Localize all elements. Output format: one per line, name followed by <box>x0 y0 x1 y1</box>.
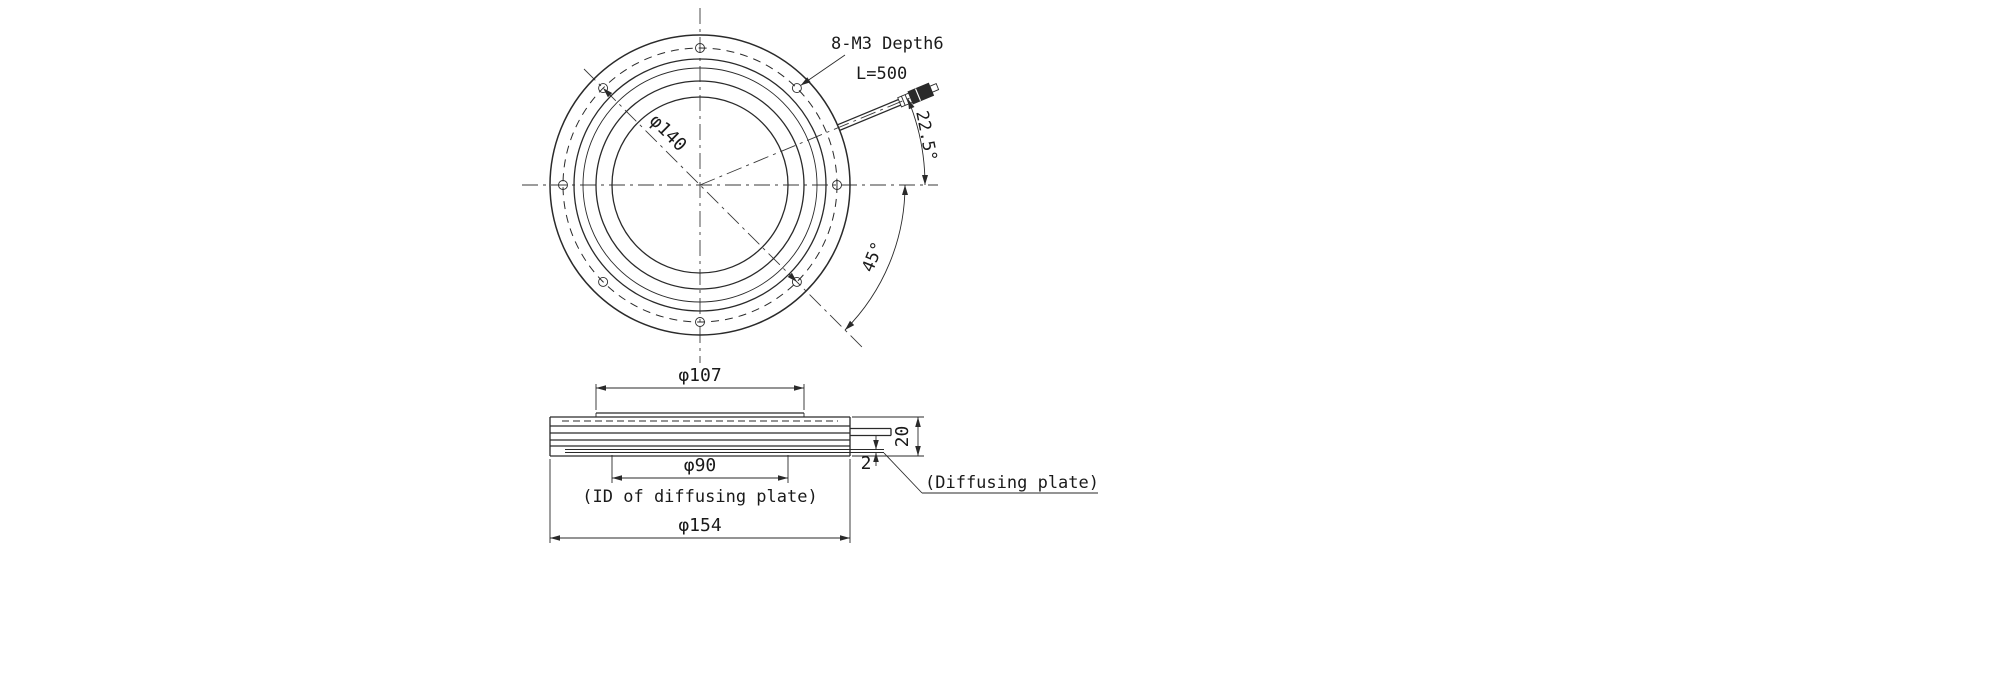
dim-outer-dia: φ154 <box>549 459 851 543</box>
top-view: 8-M3 Depth6 L=500 22.5° 45° φ140 <box>522 8 944 363</box>
hole-angle-label: 45° <box>858 239 888 275</box>
hole-angle-dimension: 45° <box>844 184 908 331</box>
side-cable-tab <box>850 427 892 437</box>
diffuser-note-leader: (Diffusing plate) <box>883 452 1099 494</box>
height-label: 20 <box>892 426 913 448</box>
mounting-holes <box>558 43 842 327</box>
dim-height: 20 <box>852 416 924 457</box>
bolt-note-leader <box>800 54 846 86</box>
diffuser-thickness-label: 2 <box>861 453 872 474</box>
bolt-circle <box>562 47 838 323</box>
centerlines <box>522 8 938 363</box>
dim-diffuser-id: φ90 (ID of diffusing plate) <box>582 455 818 507</box>
dim-inner-top-dia: φ107 <box>595 365 805 410</box>
diffuser-note-label: (Diffusing plate) <box>925 473 1099 493</box>
ring-body-circles <box>549 34 851 336</box>
bolt-circle-dia-label: φ140 <box>645 110 691 156</box>
connector-icon <box>907 82 935 105</box>
outer-dia-label: φ154 <box>678 515 721 536</box>
cable-angle-dimension: 22.5° <box>907 98 941 186</box>
outer-flange-circle <box>549 34 851 336</box>
diffuser-id-note-label: (ID of diffusing plate) <box>582 487 817 507</box>
inner-top-dia-label: φ107 <box>678 365 721 386</box>
connector-tip <box>929 83 940 93</box>
cable-length-label: L=500 <box>856 64 907 84</box>
inner-aperture-circle <box>611 96 789 274</box>
side-view: φ107 φ90 (ID of diffusing plate) φ154 <box>549 365 1099 543</box>
side-body <box>549 412 892 457</box>
dim-diffuser-thickness: 2 <box>861 436 879 474</box>
diffuser-id-label: φ90 <box>684 455 717 476</box>
bolt-note-label: 8-M3 Depth6 <box>831 34 944 54</box>
cable <box>837 82 940 132</box>
cable-angle-label: 22.5° <box>911 109 940 163</box>
